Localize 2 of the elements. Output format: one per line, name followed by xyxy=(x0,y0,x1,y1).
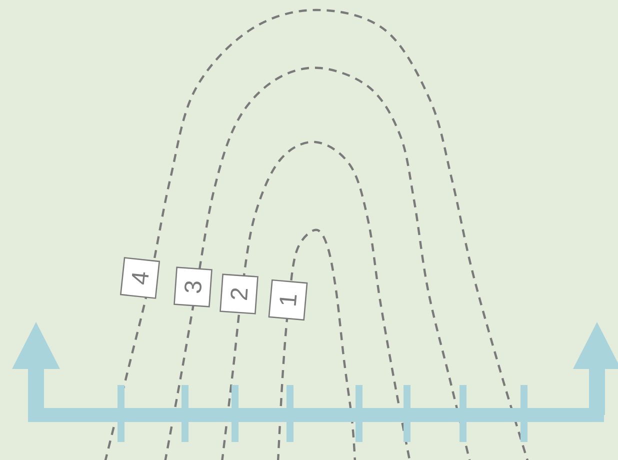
number-box: 3 xyxy=(174,266,212,308)
number-box: 2 xyxy=(220,274,258,314)
